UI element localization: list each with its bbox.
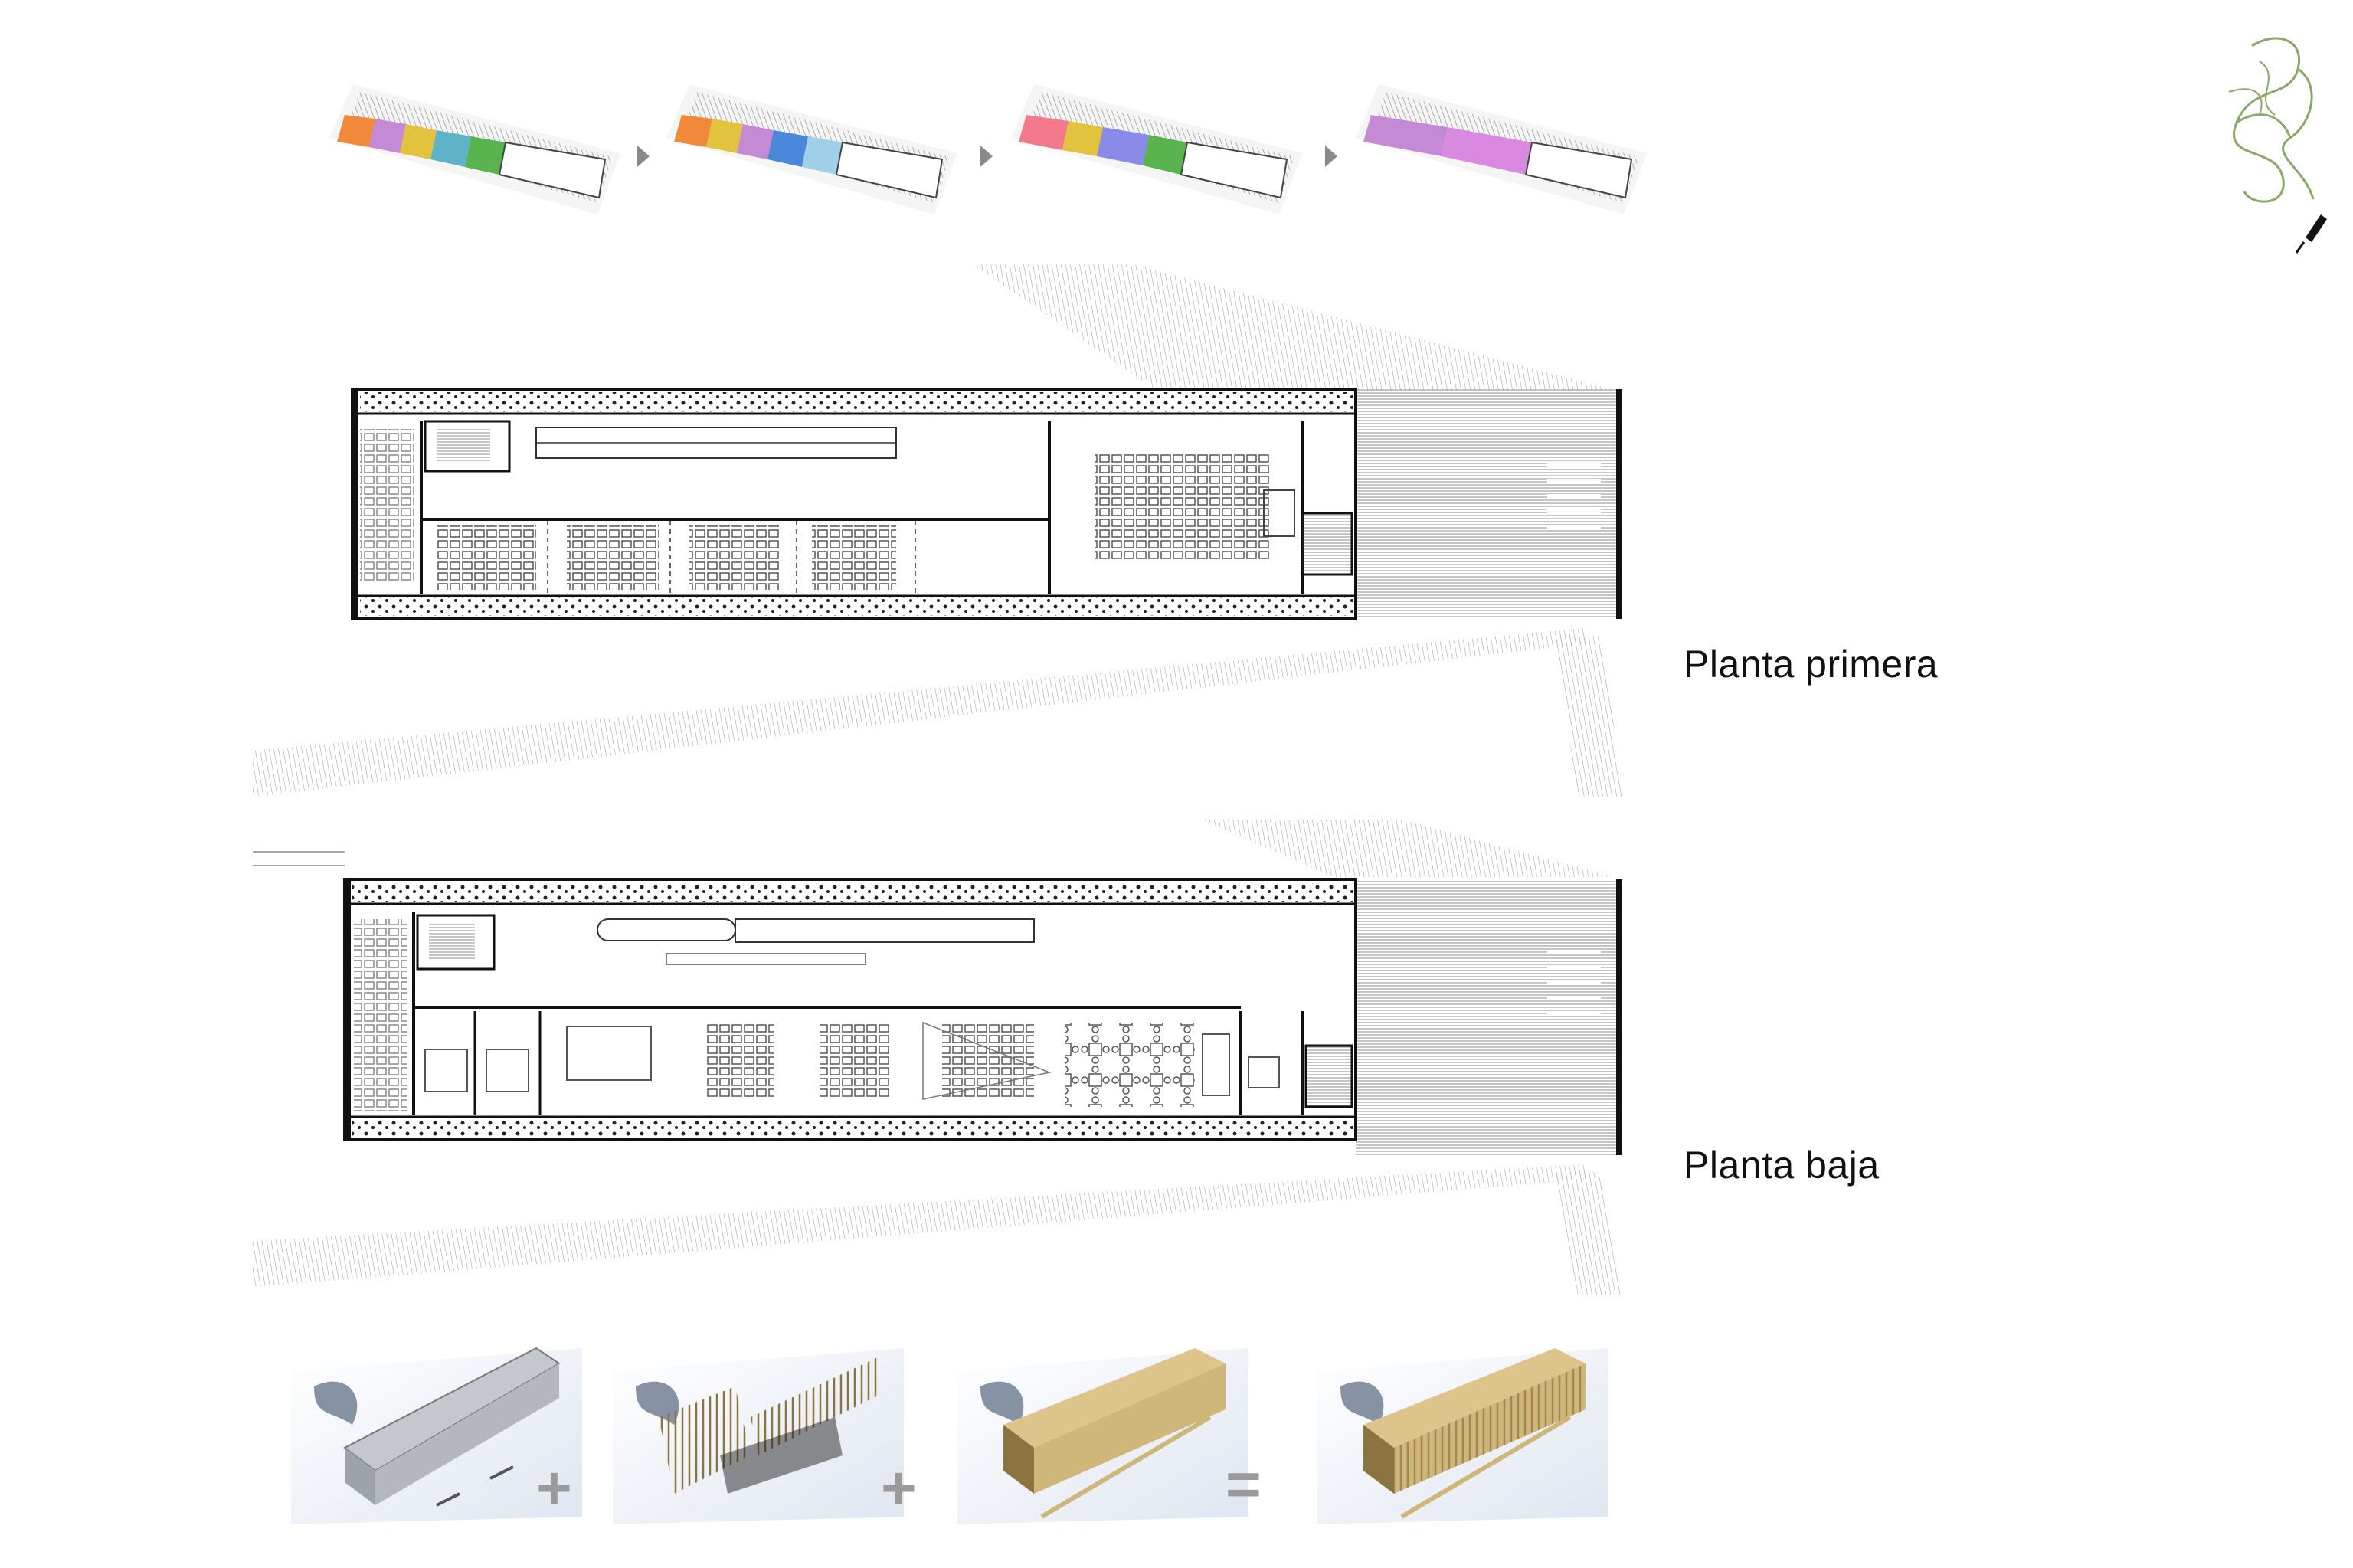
signature-sketch bbox=[2206, 15, 2344, 260]
ground-floor-plan-drawing bbox=[253, 820, 1624, 1295]
sequence-step-slats bbox=[613, 1348, 904, 1524]
axon-model-3 bbox=[1011, 84, 1302, 214]
ground-floor-plan bbox=[253, 820, 1647, 1310]
step-arrow-icon bbox=[637, 146, 650, 167]
sequence-step-final bbox=[1317, 1348, 1608, 1524]
sketch-sphere-icon bbox=[2228, 37, 2327, 254]
axon-sequence-top-drawing bbox=[329, 84, 1647, 214]
axon-model-4 bbox=[1356, 84, 1647, 214]
axon-model-2 bbox=[666, 84, 957, 214]
construction-sequence: + + = bbox=[283, 1340, 1662, 1532]
equals-sign: = bbox=[1226, 1450, 1262, 1518]
plus-sign-2: + bbox=[881, 1454, 917, 1522]
first-floor-plan bbox=[253, 260, 1647, 812]
plus-sign-1: + bbox=[536, 1454, 572, 1522]
axon-model-1 bbox=[329, 84, 620, 214]
pen-icon bbox=[2295, 214, 2327, 254]
step-arrow-icon bbox=[1325, 146, 1337, 167]
step-arrow-icon bbox=[980, 146, 993, 167]
sequence-step-wood-box bbox=[957, 1348, 1248, 1524]
ground-floor-label: Planta baja bbox=[1684, 1144, 1880, 1187]
first-floor-plan-drawing bbox=[253, 264, 1624, 797]
construction-sequence-drawing: + + = bbox=[291, 1347, 1608, 1524]
axon-sequence-top bbox=[306, 54, 1654, 237]
sequence-step-concrete bbox=[291, 1347, 582, 1524]
first-floor-label: Planta primera bbox=[1684, 643, 1939, 686]
